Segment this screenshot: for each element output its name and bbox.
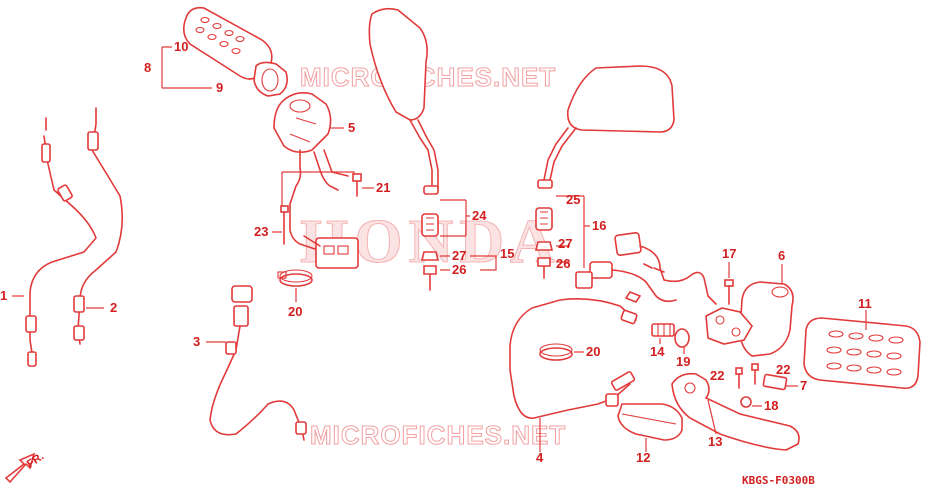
leader-13 bbox=[707, 399, 717, 435]
callout-23: 23 bbox=[254, 224, 268, 239]
callout-3: 3 bbox=[193, 334, 200, 349]
callout-21: 21 bbox=[376, 180, 390, 195]
callout-16: 16 bbox=[592, 218, 606, 233]
clamp-20-right-part bbox=[539, 343, 573, 361]
leader-24 bbox=[440, 199, 470, 237]
brake-lever-part bbox=[671, 372, 800, 451]
callout-24: 24 bbox=[472, 208, 487, 223]
callout-20-left: 20 bbox=[288, 304, 302, 319]
bolt-14-part bbox=[651, 323, 675, 337]
screw-22-part bbox=[735, 363, 759, 389]
callout-15: 15 bbox=[500, 246, 514, 261]
callout-27-right: 27 bbox=[558, 236, 572, 251]
bracket-12-part bbox=[617, 403, 683, 441]
callout-5: 5 bbox=[348, 120, 355, 135]
screw-23-part bbox=[280, 205, 289, 245]
screw-21-part bbox=[352, 173, 362, 197]
throttle-grip-part bbox=[182, 6, 288, 97]
callout-26-right: 26 bbox=[556, 256, 570, 271]
callout-19: 19 bbox=[676, 354, 690, 369]
leader-5-bracket bbox=[281, 171, 355, 208]
diagram-code: KBGS-F0300B bbox=[742, 474, 815, 486]
callout-10: 10 bbox=[174, 39, 188, 54]
right-mirror-part bbox=[534, 65, 675, 279]
callout-8: 8 bbox=[144, 60, 151, 75]
callout-9: 9 bbox=[216, 80, 223, 95]
callout-2: 2 bbox=[110, 300, 117, 315]
callout-25: 25 bbox=[566, 192, 580, 207]
brake-switch-harness-part bbox=[575, 232, 717, 305]
callout-12: 12 bbox=[636, 450, 650, 465]
callout-22-left: 22 bbox=[710, 368, 724, 383]
callout-11: 11 bbox=[858, 296, 872, 311]
screw-17-part bbox=[724, 279, 734, 305]
callout-22-right: 22 bbox=[776, 362, 790, 377]
watermark-bottom: MICROFICHES.NET bbox=[310, 420, 566, 450]
cable-4-part bbox=[509, 298, 638, 419]
callout-13: 13 bbox=[708, 434, 722, 449]
callout-7: 7 bbox=[800, 378, 807, 393]
leader-8 bbox=[161, 46, 212, 89]
right-grip-part bbox=[803, 317, 921, 390]
clamp-20-left-part bbox=[277, 269, 313, 287]
callout-20-right: 20 bbox=[586, 344, 600, 359]
watermark-top: MICROFICHES.NET bbox=[300, 62, 556, 92]
callout-17: 17 bbox=[722, 246, 736, 261]
callout-4: 4 bbox=[536, 450, 544, 465]
right-switch-housing-part bbox=[705, 281, 794, 357]
nut-18-part bbox=[740, 396, 752, 408]
cable-2-part bbox=[73, 107, 124, 345]
callout-26-left: 26 bbox=[452, 262, 466, 277]
callout-6: 6 bbox=[778, 248, 785, 263]
callout-18: 18 bbox=[764, 398, 778, 413]
leader-16 bbox=[556, 195, 590, 268]
left-switch-housing-part bbox=[273, 92, 359, 269]
left-mirror-part bbox=[368, 7, 440, 291]
cable-1-part bbox=[25, 117, 97, 367]
front-direction-arrow: FR. bbox=[4, 450, 46, 484]
callout-14: 14 bbox=[650, 344, 665, 359]
leader-15 bbox=[440, 255, 497, 271]
fr-label: FR. bbox=[25, 450, 46, 470]
callout-1: 1 bbox=[0, 288, 7, 303]
cable-3-part bbox=[209, 285, 307, 441]
nut-19-part bbox=[674, 328, 690, 348]
callout-27-left: 27 bbox=[452, 248, 466, 263]
brake-switch-7-part bbox=[762, 373, 788, 391]
